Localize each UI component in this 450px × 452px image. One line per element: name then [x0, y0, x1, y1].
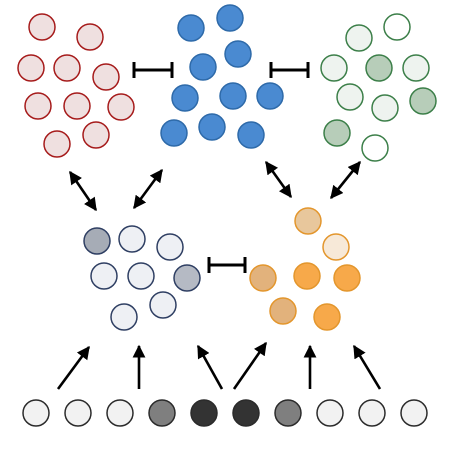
gray-cluster-node — [156, 233, 184, 261]
arrow-input-orange — [232, 341, 268, 390]
blue-cluster-node — [160, 119, 188, 147]
green-cluster-node — [409, 87, 437, 115]
gray-cluster-node — [118, 225, 146, 253]
blue-cluster-node — [171, 84, 199, 112]
red-cluster-node — [82, 121, 110, 149]
gray-cluster-node — [110, 303, 138, 331]
gray-cluster-node — [90, 262, 118, 290]
gray-cluster-node — [173, 264, 201, 292]
arrow-red-gray — [68, 170, 98, 212]
blue-cluster-node — [224, 40, 252, 68]
blue-cluster-node — [216, 4, 244, 32]
input-node — [106, 399, 134, 427]
green-cluster-node — [365, 54, 393, 82]
blue-cluster-node — [177, 14, 205, 42]
orange-cluster-node — [293, 262, 321, 290]
arrow-blue-orange — [264, 160, 293, 199]
input-node — [148, 399, 176, 427]
orange-cluster — [249, 207, 361, 331]
blue-cluster-node — [189, 53, 217, 81]
gray-cluster-node — [83, 227, 111, 255]
connector-blue-green — [269, 62, 310, 78]
red-cluster-node — [63, 92, 91, 120]
red-cluster-node — [17, 54, 45, 82]
arrow-input-gray — [196, 344, 224, 390]
orange-cluster-node — [249, 264, 277, 292]
red-cluster-node — [43, 130, 71, 158]
arrow-green-orange — [329, 160, 362, 200]
green-cluster-node — [371, 94, 399, 122]
connector-gray-orange — [207, 257, 247, 273]
red-cluster-node — [53, 54, 81, 82]
arrow-input-orange — [352, 344, 382, 390]
orange-cluster-node — [313, 303, 341, 331]
green-cluster-node — [320, 54, 348, 82]
blue-cluster-node — [219, 82, 247, 110]
input-node — [64, 399, 92, 427]
blue-cluster — [160, 4, 284, 149]
blue-cluster-node — [198, 113, 226, 141]
gray-cluster-node — [149, 291, 177, 319]
orange-cluster-node — [294, 207, 322, 235]
green-cluster-node — [323, 119, 351, 147]
blue-cluster-node — [237, 121, 265, 149]
input-node — [274, 399, 302, 427]
red-cluster-node — [76, 23, 104, 51]
gray-cluster-node — [127, 262, 155, 290]
orange-cluster-node — [322, 233, 350, 261]
connector-red-blue — [132, 62, 174, 78]
green-cluster-node — [345, 24, 373, 52]
green-cluster-node — [336, 83, 364, 111]
arrow-input-gray — [56, 345, 91, 390]
input-node — [190, 399, 218, 427]
input-node — [232, 399, 260, 427]
input-node — [400, 399, 428, 427]
red-cluster-node — [24, 92, 52, 120]
orange-cluster-node — [333, 264, 361, 292]
gray-cluster — [83, 225, 201, 331]
red-cluster-node — [28, 13, 56, 41]
arrow-blue-gray — [132, 168, 164, 210]
red-cluster-node — [107, 93, 135, 121]
green-cluster — [320, 13, 437, 162]
input-node — [358, 399, 386, 427]
green-cluster-node — [383, 13, 411, 41]
input-row — [22, 399, 428, 427]
blue-cluster-node — [256, 82, 284, 110]
input-node — [22, 399, 50, 427]
input-node — [316, 399, 344, 427]
orange-cluster-node — [269, 297, 297, 325]
red-cluster-node — [92, 63, 120, 91]
green-cluster-node — [402, 54, 430, 82]
red-cluster — [17, 13, 135, 158]
green-cluster-node — [361, 134, 389, 162]
